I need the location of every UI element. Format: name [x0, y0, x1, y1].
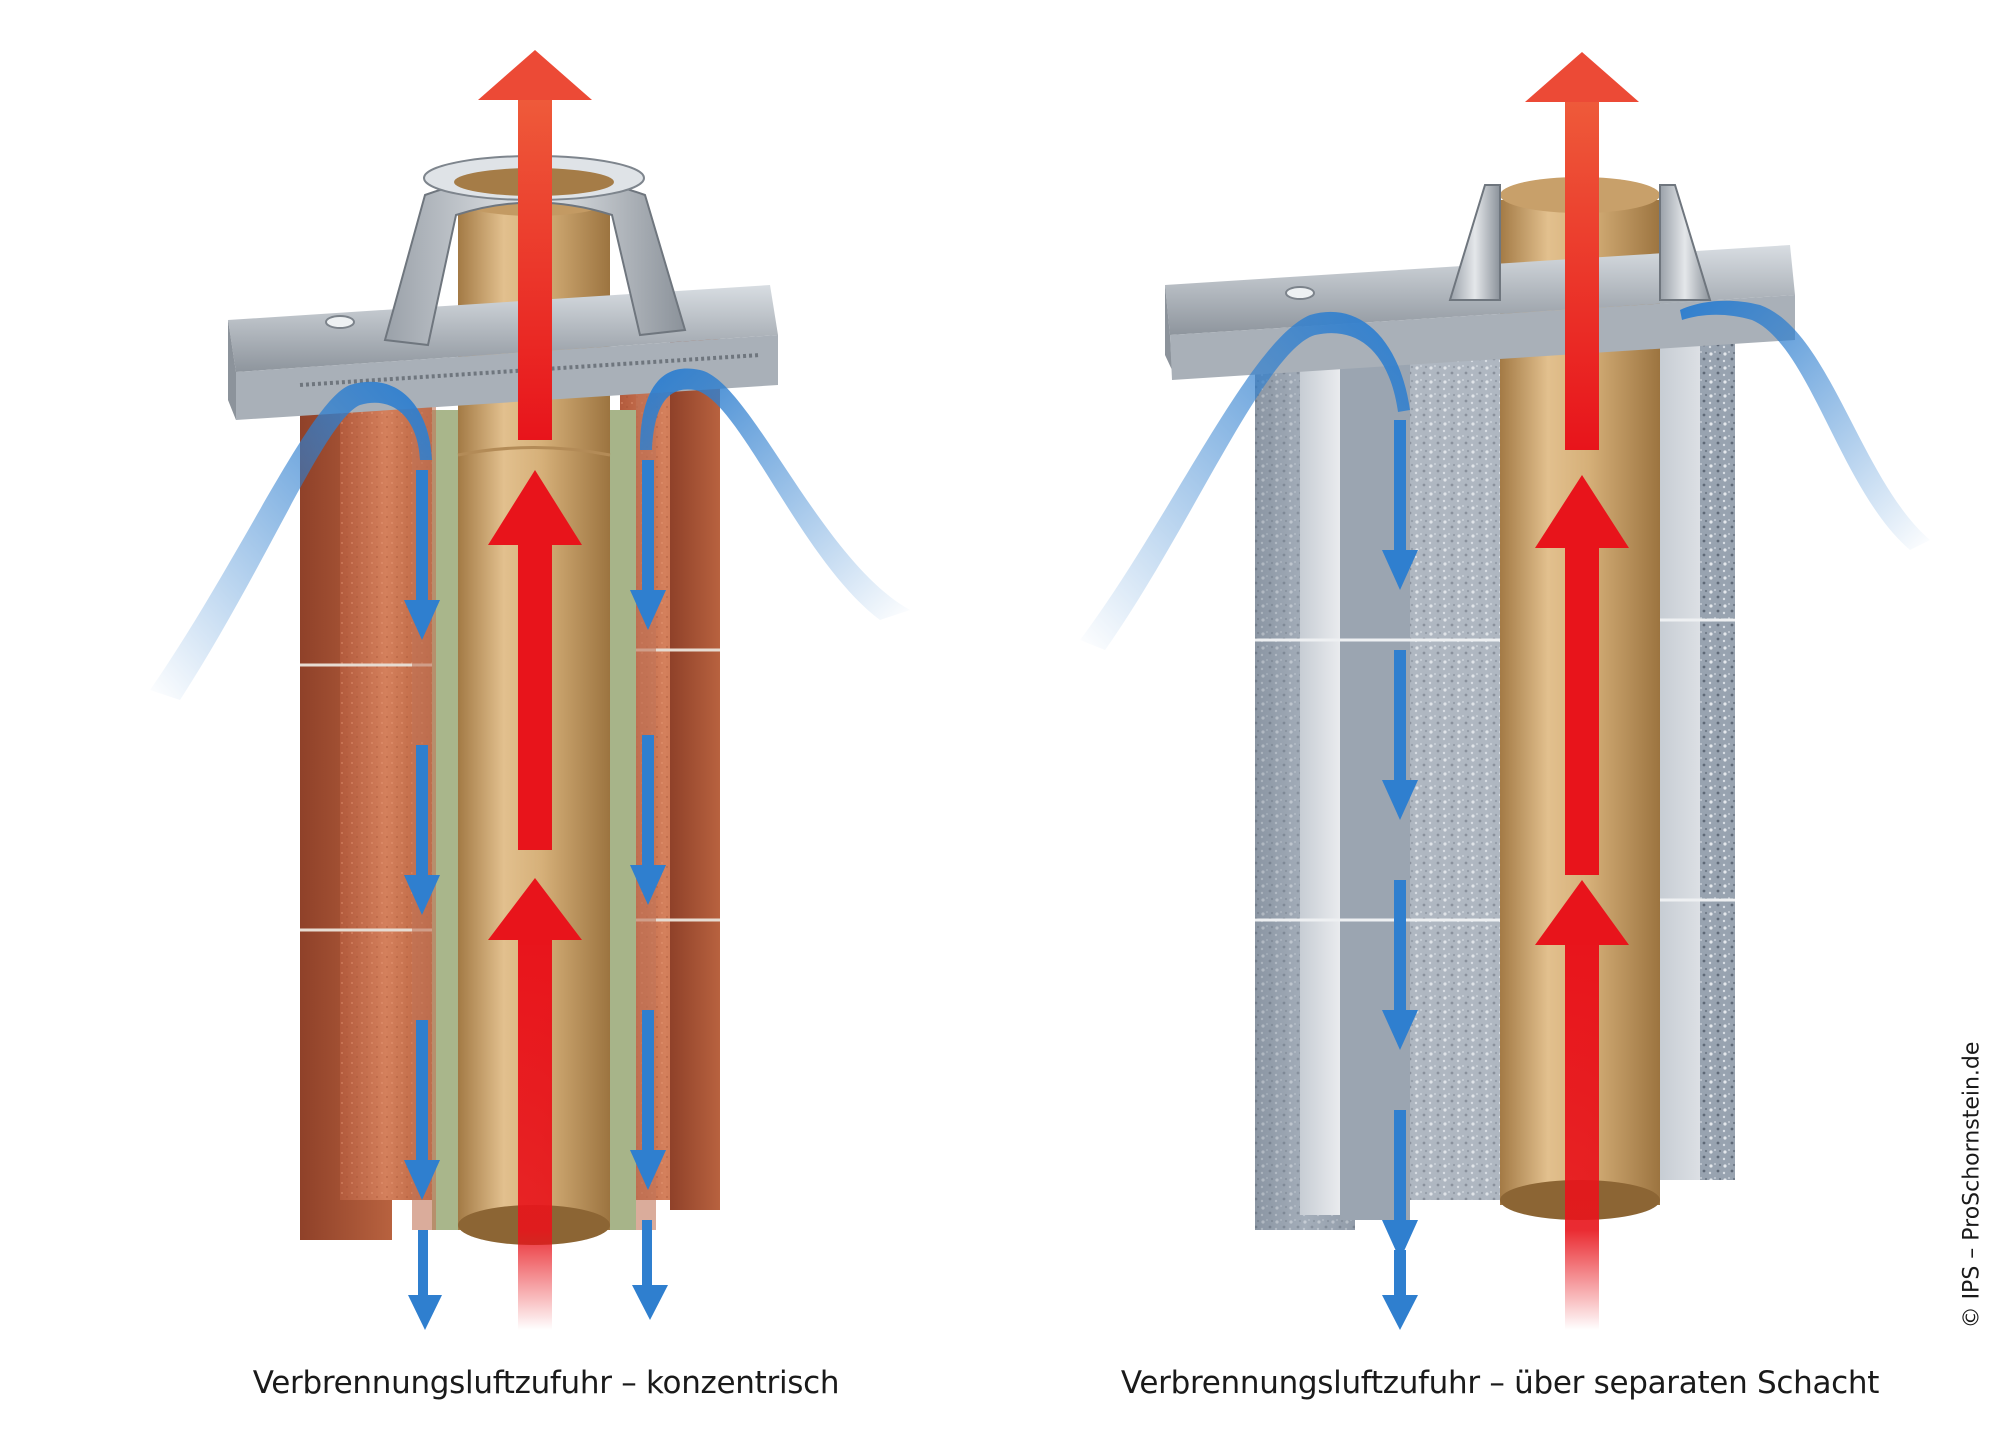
exhaust-arrow-middle-separate: [1535, 475, 1629, 548]
exhaust-arrow-top: [478, 50, 592, 100]
air-swoop-right: [640, 368, 910, 620]
exhaust-flow-concentric: [478, 50, 592, 1330]
caption-concentric: Verbrennungsluftzufuhr – konzentrisch: [252, 1365, 840, 1401]
chimney-hood-separate: [1448, 184, 1712, 301]
air-down-arrows-left: [404, 470, 442, 1330]
exhaust-flow-separate: [1525, 52, 1639, 1330]
air-swoop-separate-right: [1680, 300, 1930, 550]
insulation-right: [610, 410, 636, 1230]
air-flow-concentric: [150, 368, 910, 1330]
copyright-notice: © IPS – ProSchornstein.de: [1959, 1041, 1985, 1329]
chimney-separate-shaft: [1080, 52, 1930, 1330]
brick-wall-right-outer: [670, 330, 720, 1210]
air-swoop-left: [150, 381, 432, 700]
exhaust-arrow-bottom-separate: [1535, 880, 1629, 945]
air-swoop-separate-left: [1080, 311, 1410, 650]
air-down-arrows-right: [630, 460, 668, 1320]
insulation-left: [432, 410, 458, 1230]
air-shaft-light-wall: [1300, 355, 1340, 1215]
exhaust-arrow-middle: [488, 470, 582, 545]
caption-separate-shaft: Verbrennungsluftzufuhr – über separaten …: [1120, 1365, 1880, 1401]
air-flow-separate: [1080, 300, 1930, 1330]
exhaust-arrow-bottom: [488, 878, 582, 945]
concrete-divider: [1410, 320, 1500, 1200]
exhaust-stream-bottom: [518, 930, 552, 1330]
air-down-arrows-separate: [1382, 420, 1418, 1330]
exhaust-arrow-top-separate: [1525, 52, 1639, 102]
chimney-concentric: [150, 50, 910, 1330]
